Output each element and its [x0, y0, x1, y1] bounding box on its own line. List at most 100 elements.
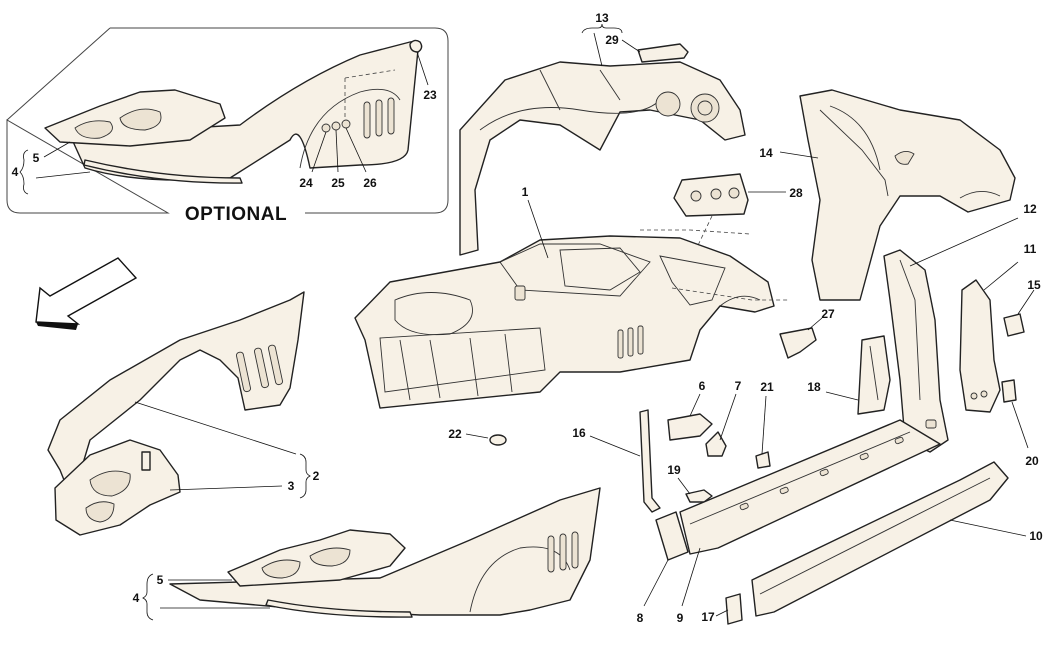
pillar-bracket-16 [639, 409, 661, 513]
callout-29: 29 [605, 33, 619, 47]
leader-11 [983, 261, 1019, 291]
fitting-24-icon [321, 123, 331, 133]
callout-5-lower: 5 [157, 573, 164, 587]
grommet-22-icon [489, 434, 507, 446]
leader-8 [643, 559, 669, 607]
leader-14 [779, 151, 819, 159]
callout-12: 12 [1023, 202, 1037, 216]
callout-14: 14 [759, 146, 773, 160]
leader-13 [593, 32, 603, 67]
optional-frame-corner [6, 27, 111, 121]
callout-3: 3 [288, 479, 295, 493]
wheelhouse-opening-1 [89, 470, 131, 497]
rear-window-opening [659, 255, 726, 306]
callout-21: 21 [760, 380, 774, 394]
leader-22 [465, 433, 489, 439]
callout-20: 20 [1025, 454, 1039, 468]
callout-28: 28 [789, 186, 803, 200]
leader-25 [335, 129, 339, 173]
body-shell: 1 [354, 185, 790, 409]
front-fender-vents [236, 344, 283, 393]
optional-wheel-arch [299, 88, 401, 169]
callout-17: 17 [701, 610, 715, 624]
front-fender-group: 3 2 [47, 291, 320, 536]
outer-rocker-10 [751, 461, 1009, 617]
callout-4-inset: 4 [12, 165, 19, 179]
brace-4-lower [142, 573, 154, 621]
fitting-25-icon [331, 121, 341, 131]
leader-29 [621, 39, 641, 53]
grommet-20-icon [1001, 379, 1017, 403]
leader-9 [681, 547, 701, 607]
leader-19 [677, 477, 691, 495]
optional-panel-opening-2 [119, 108, 162, 131]
callout-27: 27 [821, 307, 835, 321]
rear-quarter-panel-group: 14 [759, 89, 1016, 301]
gusset-27 [779, 327, 817, 359]
optional-panel-opening-1 [74, 120, 113, 139]
front-fender [47, 291, 305, 501]
pillar-12 [883, 249, 949, 453]
callout-10: 10 [1029, 529, 1043, 543]
callout-11: 11 [1024, 242, 1037, 256]
callout-7: 7 [735, 379, 742, 393]
wheelhouse-opening-2 [85, 501, 115, 523]
leader-5-inset [43, 141, 71, 158]
leader-24 [311, 131, 327, 173]
leader-26 [345, 127, 367, 173]
bracket-29 [637, 43, 689, 63]
body-shell-outline [354, 235, 775, 409]
callout-6: 6 [699, 379, 706, 393]
callout-24: 24 [299, 176, 313, 190]
brace-2 [299, 453, 311, 499]
end-plate-8 [655, 511, 689, 561]
plug-21-icon [755, 451, 771, 469]
leader-1 [527, 199, 549, 259]
optional-inset: OPTIONAL 23 24 25 26 5 4 [6, 27, 449, 225]
lower-fender-group: 5 4 [133, 487, 601, 621]
leader-27 [807, 317, 823, 331]
fuel-flap-23-icon [409, 39, 423, 53]
clip-15-icon [1003, 313, 1025, 337]
lower-panel-opening-1 [261, 559, 301, 579]
pillar-11 [959, 279, 1001, 413]
sill-holes [739, 436, 904, 511]
bracket-7 [705, 431, 727, 457]
quarter-fuel-door [894, 151, 915, 165]
rear-inner-wheelhouse [459, 61, 746, 256]
leader-12 [909, 217, 1019, 267]
lower-panel-opening-2 [309, 547, 351, 567]
callout-22: 22 [448, 427, 462, 441]
body-side-vents [617, 325, 644, 359]
leader-16 [589, 435, 641, 457]
callout-2: 2 [313, 469, 320, 483]
callout-23: 23 [423, 88, 437, 102]
brace-4-inset [19, 149, 29, 195]
callout-8: 8 [637, 611, 644, 625]
optional-label: OPTIONAL [185, 204, 287, 225]
sill-group: 8 9 10 17 [637, 419, 1043, 625]
optional-fender-vents [363, 97, 395, 139]
optional-seal-strip [83, 159, 243, 184]
callout-18: 18 [807, 380, 821, 394]
callout-4-lower: 4 [133, 591, 140, 605]
leader-18 [825, 391, 859, 401]
leader-2 [134, 401, 297, 455]
leader-23 [416, 51, 429, 86]
trim-17 [725, 593, 743, 625]
rear-wheelhouse-assembly: 13 29 [459, 11, 746, 256]
bolt-icon [141, 451, 151, 471]
small-parts: 22 27 6 7 16 19 21 15 20 [448, 278, 1041, 513]
callout-25: 25 [331, 176, 345, 190]
lower-seal-strip [265, 599, 413, 618]
callout-16: 16 [572, 426, 586, 440]
leader-6 [689, 393, 701, 417]
bracket-28-group: 28 [673, 173, 803, 263]
fitting-26-icon [341, 119, 351, 129]
bracket-6 [667, 413, 713, 441]
wheelhouse-hole-1 [655, 91, 681, 117]
leader-10 [949, 519, 1027, 537]
callout-5-inset: 5 [33, 151, 40, 165]
